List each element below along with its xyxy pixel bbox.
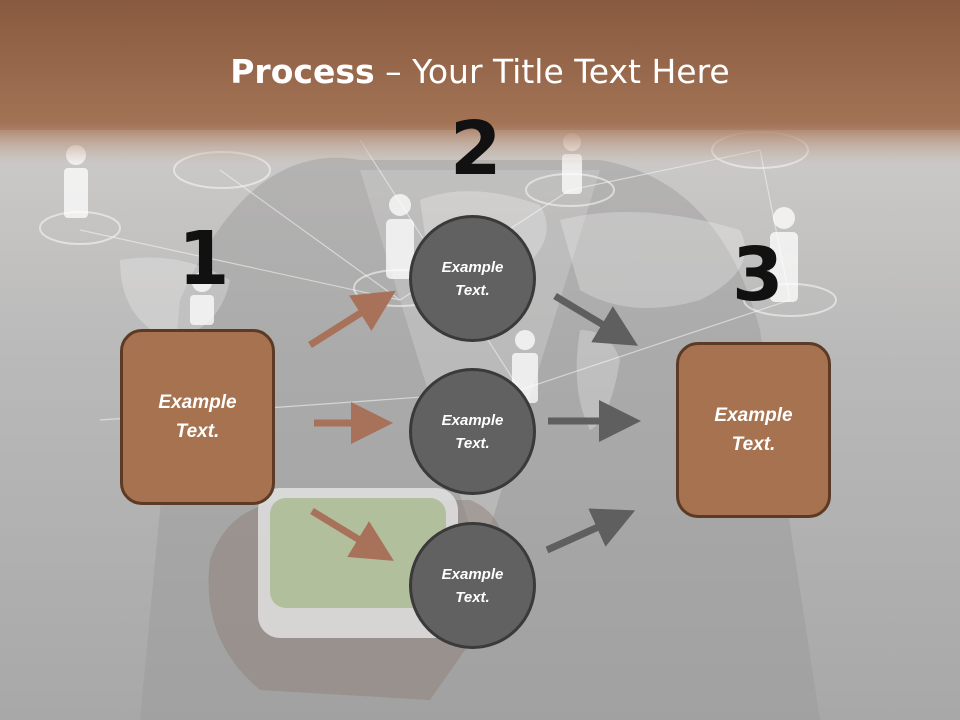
circle-middle: Example Text. xyxy=(409,368,536,495)
step-number-3: 3 xyxy=(732,232,784,318)
title-rest-text: – Your Title Text Here xyxy=(374,52,730,91)
title-bold-text: Process xyxy=(230,52,375,91)
arrow-1-to-top xyxy=(308,290,396,348)
circle-bottom: Example Text. xyxy=(409,522,536,649)
circle-bottom-text: Example Text. xyxy=(441,565,504,606)
arrow-bottom-to-3 xyxy=(545,508,636,554)
step-1-text: Example Text. xyxy=(158,392,237,442)
step-number-2: 2 xyxy=(450,106,502,192)
circle-middle-text: Example Text. xyxy=(441,411,504,452)
step-3-text: Example Text. xyxy=(714,405,793,455)
step-number-1: 1 xyxy=(178,216,230,302)
circle-top-text: Example Text. xyxy=(441,258,504,299)
arrow-1-to-bottom xyxy=(310,508,394,561)
step-3-box: Example Text. xyxy=(676,342,831,518)
step-1-box: Example Text. xyxy=(120,329,275,505)
slide-title: Process – Your Title Text Here xyxy=(0,52,960,91)
circle-top: Example Text. xyxy=(409,215,536,342)
arrow-top-to-3 xyxy=(553,292,639,346)
